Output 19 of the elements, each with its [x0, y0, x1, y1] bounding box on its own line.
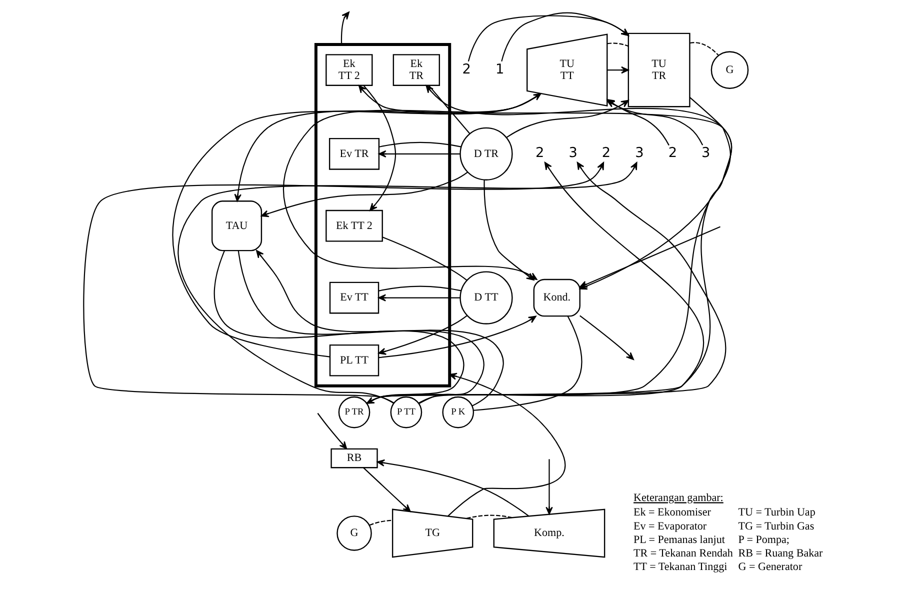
label: TR = Tekanan Rendah: [634, 548, 733, 560]
label: TT = Tekanan Tinggi: [634, 561, 728, 574]
label: Keterangan gambar:: [634, 492, 724, 504]
label: Ek = Ekonomiser: [634, 506, 711, 519]
label: P = Pompa;: [738, 534, 790, 546]
node-text: 2: [602, 145, 611, 162]
node-text: 3: [635, 145, 644, 162]
label: G = Generator: [738, 561, 802, 574]
node-text: 3: [568, 145, 578, 162]
node-text: 2: [536, 145, 544, 162]
label: TG = Turbin Gas: [738, 520, 814, 532]
node-text: 1: [496, 61, 504, 78]
node-text: 3: [702, 145, 710, 162]
label: Ev = Evaporator: [634, 520, 707, 532]
label: TU = Turbin Uap: [738, 506, 816, 519]
node-text: 2: [462, 61, 471, 78]
label: RB = Ruang Bakar: [738, 548, 823, 560]
node-text: 2: [668, 145, 678, 162]
label: PL = Pemanas lanjut: [634, 534, 725, 546]
